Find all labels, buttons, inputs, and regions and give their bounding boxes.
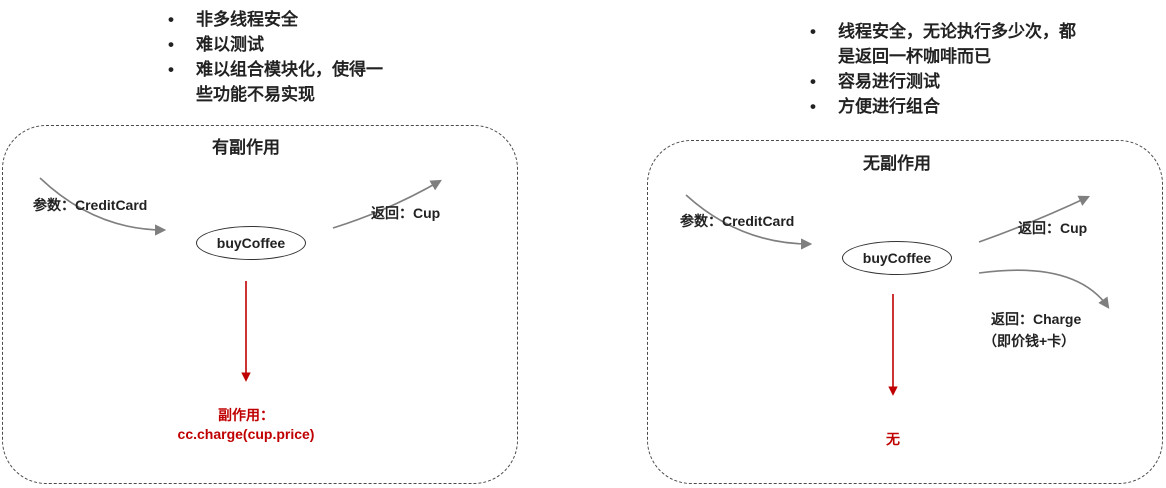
left-bullet-list: •非多线程安全 •难以测试 •难以组合模块化，使得一些功能不易实现 — [162, 7, 462, 107]
right-panel-title: 无副作用 — [863, 154, 931, 173]
left-function-node: buyCoffee — [196, 226, 306, 260]
right-return-charge-label: 返回：Charge — [991, 311, 1082, 327]
bullet-dot: • — [168, 10, 174, 29]
right-return-charge-arrow — [978, 269, 1110, 309]
bullet-dot: • — [810, 22, 816, 41]
left-bullet-item: •难以组合模块化，使得一些功能不易实现 — [162, 57, 462, 107]
left-param-label: 参数：CreditCard — [33, 197, 148, 213]
left-bullet-item: •非多线程安全 — [162, 7, 462, 32]
left-bullet-item: •难以测试 — [162, 32, 462, 57]
right-bullet-list: •线程安全，无论执行多少次，都是返回一杯咖啡而已 •容易进行测试 •方便进行组合 — [804, 19, 1144, 119]
right-side-effect-value: 无 — [886, 431, 900, 447]
right-return-cup-arrow — [978, 195, 1091, 243]
right-no-side-effect-box — [647, 140, 1163, 484]
bullet-dot: • — [168, 60, 174, 79]
right-input-arrow — [685, 194, 813, 250]
right-bullet-item: •容易进行测试 — [804, 69, 1144, 94]
bullet-dot: • — [810, 97, 816, 116]
left-input-arrow — [39, 177, 167, 236]
right-return-cup-label: 返回：Cup — [1018, 220, 1088, 236]
left-function-name: buyCoffee — [216, 235, 286, 251]
right-bullet-item: •方便进行组合 — [804, 94, 1144, 119]
left-side-effect-box — [2, 125, 518, 484]
left-side-effect-code: cc.charge(cup.price) — [177, 426, 315, 442]
left-side-effect-title: 副作用： — [218, 407, 274, 423]
right-param-label: 参数：CreditCard — [680, 213, 795, 229]
right-return-charge-note: （即价钱+卡） — [983, 333, 1076, 349]
left-return-cup-label: 返回：Cup — [371, 205, 441, 221]
left-return-cup-arrow — [332, 179, 442, 229]
right-function-node: buyCoffee — [842, 241, 952, 275]
right-function-name: buyCoffee — [862, 250, 932, 266]
left-panel-title: 有副作用 — [212, 138, 280, 157]
bullet-dot: • — [810, 72, 816, 91]
bullet-dot: • — [168, 35, 174, 54]
right-bullet-item: •线程安全，无论执行多少次，都是返回一杯咖啡而已 — [804, 19, 1144, 69]
